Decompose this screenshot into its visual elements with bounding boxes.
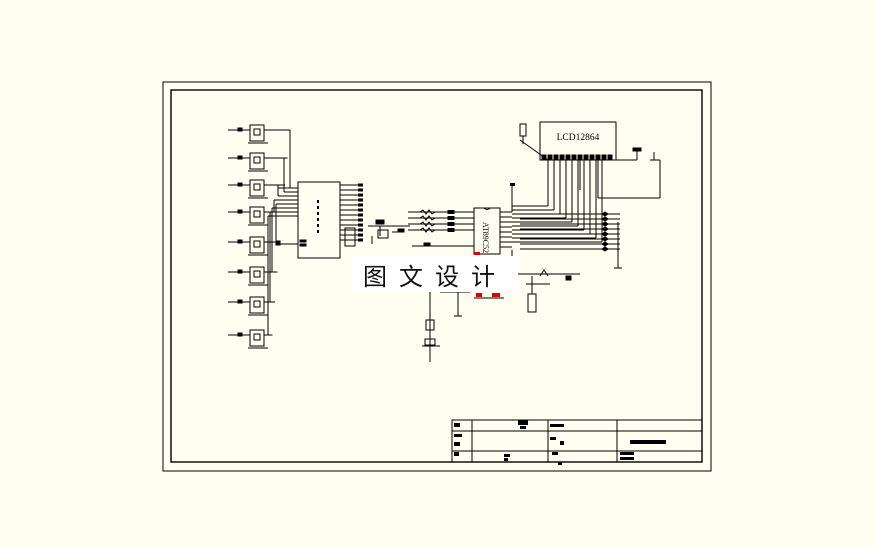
title-block-mark xyxy=(454,434,462,437)
sensor-unit xyxy=(228,179,285,199)
title-block-mark xyxy=(552,452,558,455)
clock-circuit xyxy=(368,219,410,244)
lcd-pin xyxy=(595,154,601,160)
title-block-mark xyxy=(558,462,562,465)
lcd-pin xyxy=(607,154,613,160)
resistor-zigzag xyxy=(419,221,436,227)
bus-junction xyxy=(601,211,609,217)
title-block xyxy=(451,419,703,465)
rnet-tag xyxy=(423,242,431,247)
resistor-network xyxy=(408,209,474,247)
title-block-mark xyxy=(504,458,508,461)
adc-pin-tag xyxy=(358,238,363,242)
adc-pin-tag xyxy=(358,213,363,217)
lcd-pin xyxy=(589,154,595,160)
watermark: 图文设计 xyxy=(352,256,518,292)
mcu-chip xyxy=(473,207,501,255)
sensor-unit xyxy=(228,296,275,316)
adc-chip xyxy=(275,181,341,259)
title-block-mark xyxy=(630,440,666,444)
bus-junction xyxy=(601,226,609,232)
resistor-zigzag xyxy=(419,209,436,215)
sensor-unit xyxy=(228,124,290,144)
lcd-pin xyxy=(553,154,559,160)
adc-pin-tag xyxy=(358,198,363,202)
title-block-mark xyxy=(520,426,526,429)
title-block-mark xyxy=(560,441,564,445)
adc-pin-mark xyxy=(317,206,319,209)
adc-right-pins xyxy=(340,183,363,247)
adc-pin-tag xyxy=(358,208,363,212)
lcd-pin xyxy=(577,154,583,160)
adc-pin-mark xyxy=(317,200,319,203)
sensor-unit xyxy=(228,152,288,172)
bus-junction xyxy=(601,241,609,247)
mcu-label-text: AT89C52 xyxy=(481,221,491,253)
lcd-label: LCD12864 xyxy=(556,133,600,143)
adc-pin-mark xyxy=(317,212,319,215)
lcd-pin xyxy=(571,154,577,160)
lcd-pin xyxy=(601,154,607,160)
title-block-mark xyxy=(518,420,528,425)
adc-pin-mark xyxy=(317,224,319,227)
title-block-mark xyxy=(620,452,634,455)
adc-pin-mark xyxy=(317,218,319,221)
rnet-tag xyxy=(447,222,455,226)
lcd-pin xyxy=(559,154,565,160)
title-block-mark xyxy=(620,457,634,460)
mcu-label: AT89C52 xyxy=(471,212,501,262)
adc-pin-tag xyxy=(358,228,363,232)
buzzer-circuit xyxy=(512,222,622,313)
title-block-mark xyxy=(550,437,556,440)
outer-border xyxy=(162,81,712,472)
title-block-mark xyxy=(454,452,459,456)
rnet-tag xyxy=(447,216,455,220)
bus-junction xyxy=(601,231,609,237)
adc-pin-tag xyxy=(358,203,363,207)
bus-junction xyxy=(601,246,609,252)
lcd-pin xyxy=(547,154,553,160)
title-block-mark xyxy=(504,454,510,457)
rnet-tag xyxy=(447,228,455,232)
adc-pin-tag xyxy=(358,183,363,187)
adc-pin-tag xyxy=(358,218,363,222)
sensor-column xyxy=(228,124,298,349)
inner-border xyxy=(170,89,703,463)
title-block-mark xyxy=(454,423,460,427)
bus-junction xyxy=(601,216,609,222)
adc-aux xyxy=(344,227,356,247)
lcd-pin xyxy=(565,154,571,160)
adc-pin-mark xyxy=(317,230,319,233)
adc-pin-tag xyxy=(358,193,363,197)
adc-pin-tag xyxy=(358,188,363,192)
sensor-unit xyxy=(228,266,278,286)
mcu-vcc-tag xyxy=(510,183,515,186)
lcd-pin xyxy=(583,154,589,160)
adc-pin-tag xyxy=(358,223,363,227)
bus-junction xyxy=(601,236,609,242)
title-block-mark xyxy=(550,424,564,427)
resistor-zigzag xyxy=(419,215,436,221)
bus-junction xyxy=(601,221,609,227)
title-block-mark xyxy=(454,442,460,446)
sensor-unit xyxy=(228,329,273,349)
data-bus xyxy=(512,139,620,252)
reset-circuit xyxy=(422,291,504,362)
rnet-tag xyxy=(447,210,455,214)
bus-line xyxy=(519,139,549,161)
resistor-zigzag xyxy=(419,227,436,233)
adc-pin-tag xyxy=(358,233,363,237)
